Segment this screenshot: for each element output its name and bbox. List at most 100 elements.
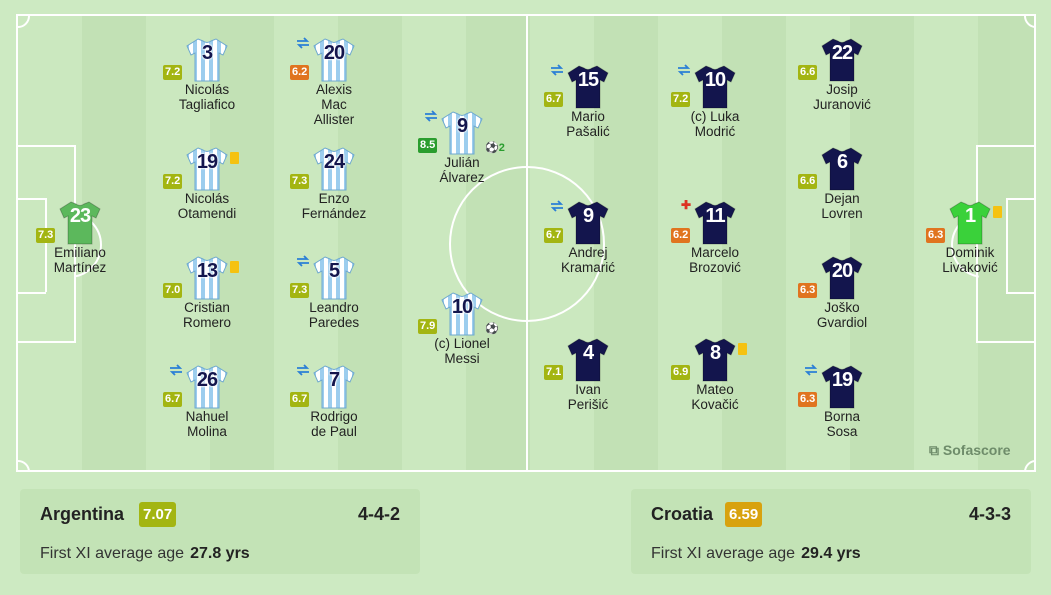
shirt-number: 1 xyxy=(964,205,976,227)
player-rating: 7.2 xyxy=(163,174,183,189)
shirt-number: 11 xyxy=(705,205,725,227)
shirt-number: 5 xyxy=(328,260,340,282)
substitution-icon xyxy=(676,63,692,76)
goal-icon: ⚽2 xyxy=(485,142,505,154)
player-rating: 7.0 xyxy=(163,283,183,298)
player-name-line: Enzo xyxy=(318,191,350,206)
shirt-number: 20 xyxy=(323,42,345,64)
shirt-number: 3 xyxy=(201,42,213,64)
player-name-line: Juranović xyxy=(813,97,871,112)
player-name-line: Romero xyxy=(182,315,231,330)
corner-arc xyxy=(18,16,30,28)
yellow-card-icon xyxy=(230,152,239,164)
shirt-number: 20 xyxy=(831,260,853,282)
player-name-line: Josip xyxy=(826,82,858,97)
goal-area-left xyxy=(18,198,46,200)
penalty-box-right xyxy=(976,145,1034,147)
player-name-line: Lovren xyxy=(821,206,863,221)
player-rating: 7.3 xyxy=(290,174,310,189)
player-rating: 7.2 xyxy=(671,92,691,107)
shirt-icon: 19 xyxy=(820,364,864,410)
player-name-line: Julián xyxy=(444,155,480,170)
player-rating: 6.6 xyxy=(798,174,818,189)
shirt-icon: 7 xyxy=(312,364,356,410)
player-name-line: Messi xyxy=(444,351,480,366)
shirt-icon: 20 xyxy=(312,37,356,83)
shirt-number: 10 xyxy=(704,69,726,91)
player-name-line: Cristian xyxy=(184,300,230,315)
home-team-panel: Argentina 7.07 4-4-2 First XI average ag… xyxy=(20,489,420,574)
substitution-icon xyxy=(295,254,311,267)
player-name-line: Allister xyxy=(313,112,355,127)
shirt-number: 9 xyxy=(456,115,468,137)
player-rating: 6.3 xyxy=(798,392,818,407)
player-name-line: Leandro xyxy=(309,300,359,315)
shirt-number: 24 xyxy=(323,151,345,173)
away-team-name[interactable]: Croatia xyxy=(651,504,714,524)
age-value: 29.4 yrs xyxy=(801,545,861,562)
penalty-box-left xyxy=(18,145,76,147)
shirt-icon: 6 xyxy=(820,146,864,192)
player-name-line: Modrić xyxy=(694,124,736,139)
home-team-name[interactable]: Argentina xyxy=(40,504,125,524)
player-name-line: Pašalić xyxy=(566,124,610,139)
shirt-icon: 24 xyxy=(312,146,356,192)
player-name-line: Emiliano xyxy=(54,245,106,260)
shirt-icon: 9 xyxy=(566,200,610,246)
shirt-icon: 26 xyxy=(185,364,229,410)
shirt-icon: 15 xyxy=(566,64,610,110)
away-avg-rating: 6.59 xyxy=(725,502,763,527)
player-name-line: Joško xyxy=(824,300,860,315)
player-rating: 6.7 xyxy=(290,392,310,407)
player-name-line: Nicolás xyxy=(184,191,230,206)
player-name-line: Kramarić xyxy=(560,260,615,275)
goal-count: 2 xyxy=(498,142,505,154)
player-rating: 7.3 xyxy=(290,283,310,298)
substitution-icon xyxy=(549,63,565,76)
player-name-line: Tagliafico xyxy=(178,97,236,112)
shirt-icon: 10 xyxy=(440,291,484,337)
shirt-icon: 10 xyxy=(693,64,737,110)
shirt-icon: 23 xyxy=(58,200,102,246)
player-name-line: Otamendi xyxy=(177,206,237,221)
player-name-line: Nicolás xyxy=(184,82,230,97)
player-rating: 6.7 xyxy=(544,228,564,243)
player-name-line: Rodrigo xyxy=(310,409,358,424)
player-name-line: Andrej xyxy=(568,245,608,260)
brand-text: Sofascore xyxy=(942,442,1011,458)
shirt-icon: 5 xyxy=(312,255,356,301)
